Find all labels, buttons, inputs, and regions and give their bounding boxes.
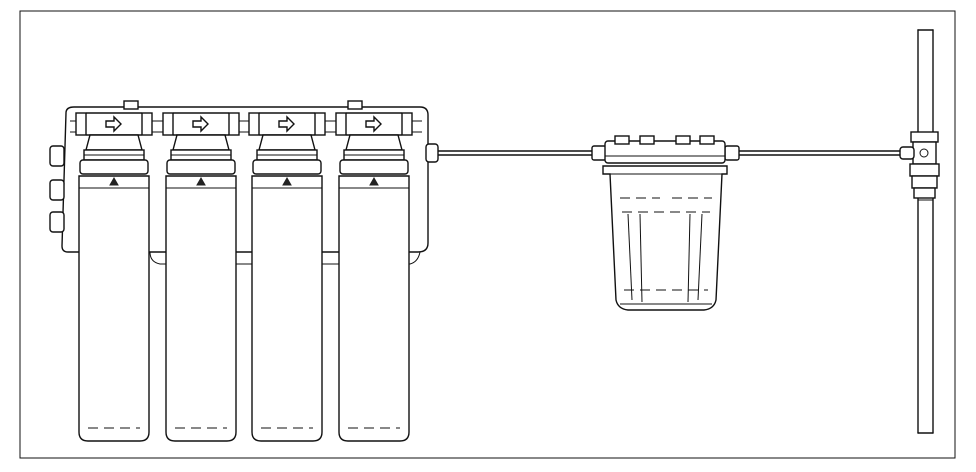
filter-cartridge-2[interactable] — [162, 112, 240, 442]
cartridge-collar — [85, 134, 143, 151]
cartridge-collar — [172, 134, 230, 151]
cartridge-body — [165, 175, 237, 442]
cartridge-collar — [345, 134, 403, 151]
valve-handle-icon[interactable] — [899, 146, 915, 160]
cartridge-body — [251, 175, 323, 442]
cartridge-body — [78, 175, 150, 442]
arrow-right-icon — [105, 115, 122, 133]
prefilter-inlet-fitting — [591, 145, 607, 161]
tube-valve-to-prefilter — [736, 150, 901, 156]
prefilter-outlet-fitting — [724, 145, 740, 161]
filter-cartridge-1[interactable] — [75, 112, 153, 442]
filter-cartridge-3[interactable] — [248, 112, 326, 442]
system-inlet-fitting — [425, 143, 439, 163]
top-port — [347, 100, 363, 110]
cartridge-collar — [258, 134, 316, 151]
triangle-icon — [369, 176, 379, 186]
side-fitting — [49, 145, 65, 167]
prefilter-head — [604, 140, 726, 164]
tube-prefilter-to-system — [435, 150, 595, 156]
side-fitting — [49, 179, 65, 201]
arrow-right-icon — [278, 115, 295, 133]
side-fitting — [49, 211, 65, 233]
shutoff-valve[interactable] — [899, 131, 940, 199]
filter-cartridge-4[interactable] — [335, 112, 413, 442]
prefilter-housing — [591, 135, 740, 311]
mounting-bracket — [61, 106, 429, 253]
cartridge-body — [338, 175, 410, 442]
figure-frame — [19, 10, 956, 459]
arrow-right-icon — [365, 115, 382, 133]
triangle-icon — [282, 176, 292, 186]
triangle-icon — [196, 176, 206, 186]
arrow-right-icon — [192, 115, 209, 133]
filter-system — [49, 100, 439, 442]
prefilter-sump — [602, 165, 728, 311]
triangle-icon — [109, 176, 119, 186]
top-port — [123, 100, 139, 110]
supply-pipe — [917, 29, 934, 434]
